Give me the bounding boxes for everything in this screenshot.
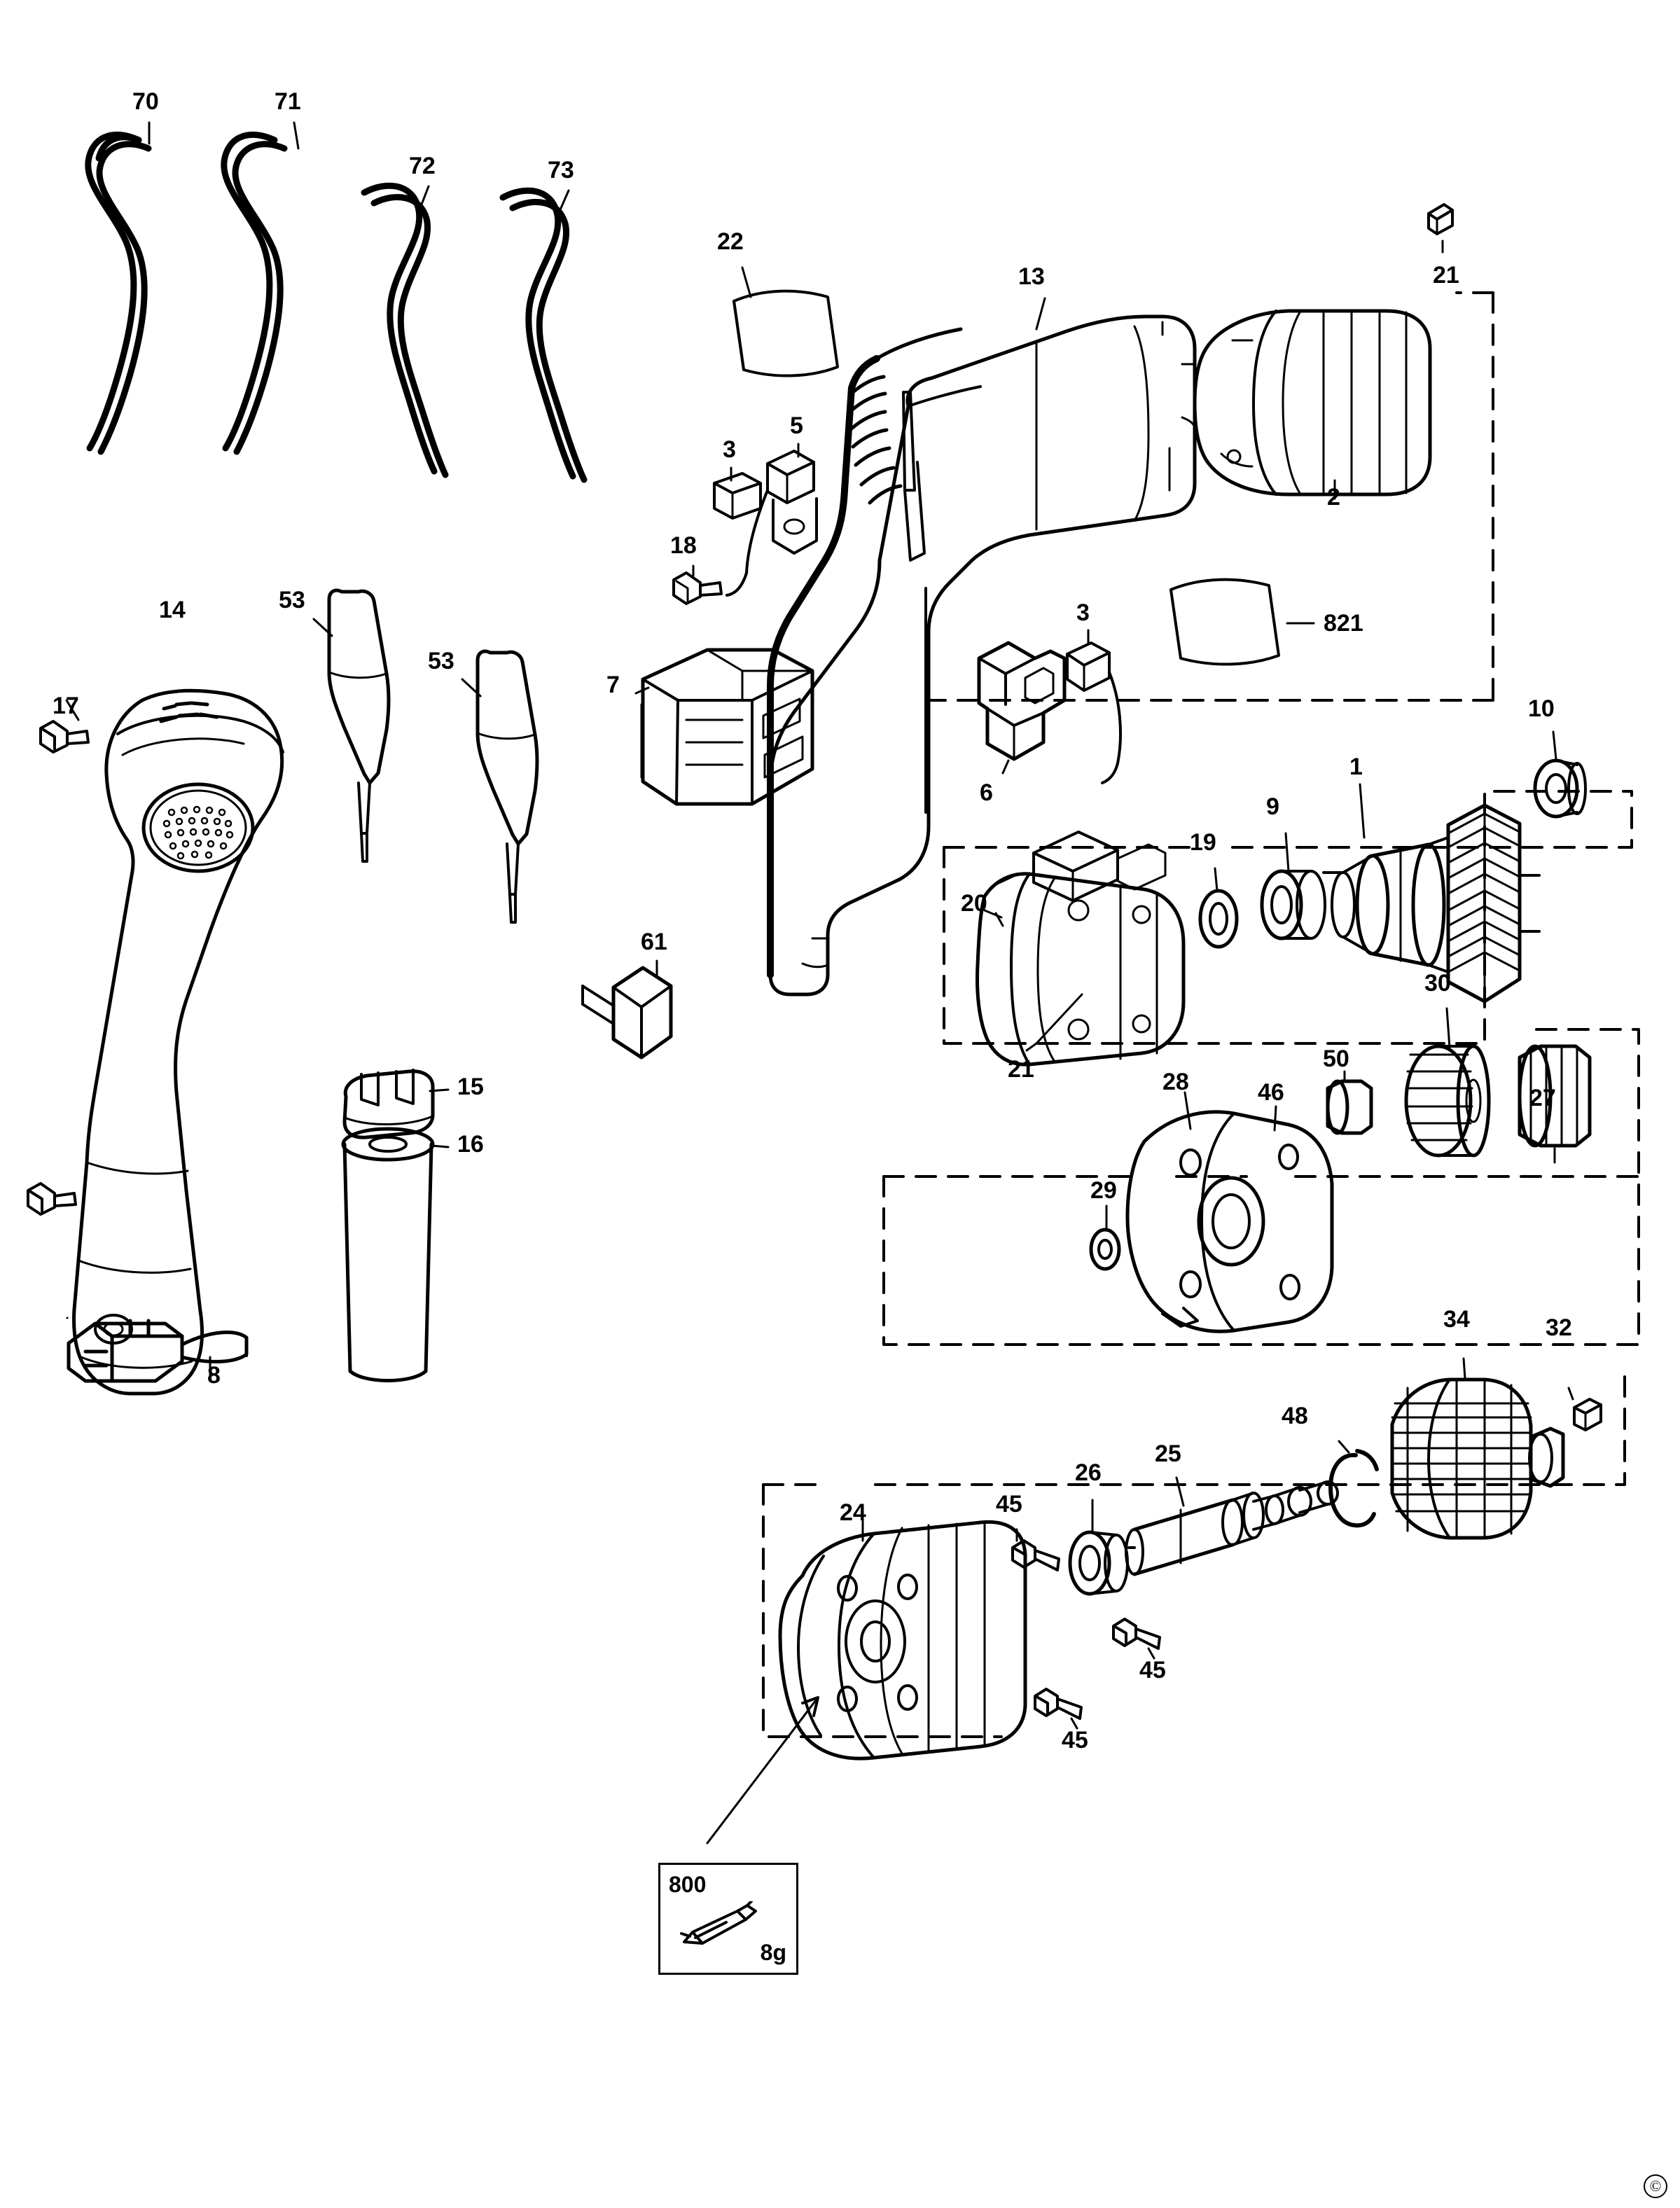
callout-821: 821 — [1324, 610, 1363, 637]
callout-48: 48 — [1282, 1403, 1308, 1429]
callout-45-c: 45 — [1062, 1727, 1088, 1754]
callout-10: 10 — [1528, 695, 1555, 722]
callout-1: 1 — [1349, 754, 1363, 780]
callout-21-mid: 21 — [1008, 1056, 1034, 1083]
callout-61: 61 — [641, 929, 667, 955]
callout-30: 30 — [1424, 970, 1451, 997]
callout-45-b: 45 — [1139, 1657, 1166, 1683]
grease-note-box: 800 8g — [658, 1863, 798, 1975]
callout-13: 13 — [1018, 263, 1045, 290]
callout-73: 73 — [548, 157, 574, 183]
callout-7: 7 — [606, 672, 620, 698]
note-number: 800 — [669, 1872, 707, 1897]
callout-29: 29 — [1090, 1177, 1117, 1204]
callout-28: 28 — [1162, 1069, 1189, 1095]
callout-26: 26 — [1075, 1459, 1102, 1486]
callout-19: 19 — [1190, 829, 1216, 856]
callout-15: 15 — [457, 1074, 484, 1100]
note-quantity: 8g — [760, 1940, 786, 1965]
callout-32: 32 — [1546, 1314, 1572, 1341]
callout-53-upper: 53 — [279, 587, 305, 613]
copyright-mark: © — [1644, 2173, 1667, 2198]
callout-20: 20 — [961, 890, 987, 917]
callout-17: 17 — [53, 693, 79, 719]
callout-18: 18 — [670, 532, 697, 559]
callout-70: 70 — [132, 88, 159, 115]
callout-2: 2 — [1327, 484, 1340, 511]
callout-71: 71 — [275, 88, 301, 115]
copyright-symbol: © — [1644, 2174, 1667, 2198]
callout-5: 5 — [790, 412, 803, 439]
callout-21-top: 21 — [1433, 262, 1459, 289]
callout-14: 14 — [159, 597, 186, 623]
callout-50: 50 — [1323, 1046, 1349, 1072]
callout-16: 16 — [457, 1131, 484, 1158]
callout-8: 8 — [207, 1362, 221, 1389]
callout-34: 34 — [1443, 1306, 1470, 1333]
callout-3-lower: 3 — [1076, 599, 1090, 626]
callout-3-upper: 3 — [723, 436, 736, 463]
callout-25: 25 — [1155, 1440, 1181, 1467]
callout-46: 46 — [1258, 1079, 1284, 1106]
callout-53-lower: 53 — [428, 648, 454, 674]
callout-27: 27 — [1529, 1085, 1556, 1111]
callout-24: 24 — [840, 1499, 866, 1526]
callout-72: 72 — [409, 153, 436, 179]
callout-9: 9 — [1266, 793, 1279, 820]
callout-6: 6 — [980, 779, 993, 806]
callout-45-a: 45 — [996, 1491, 1022, 1518]
callout-22: 22 — [717, 228, 744, 255]
grease-tube-icon — [680, 1901, 757, 1945]
